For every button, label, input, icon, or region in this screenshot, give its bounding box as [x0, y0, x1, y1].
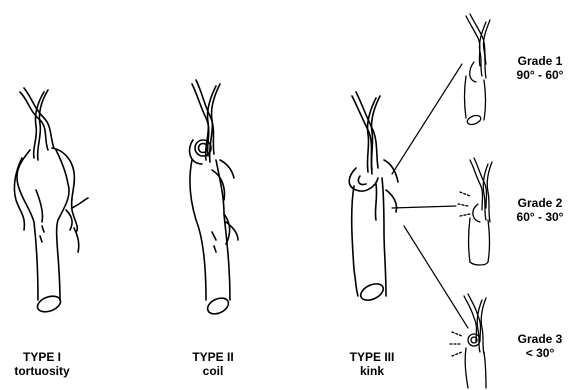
type1-subtitle: tortuosity [0, 364, 87, 378]
grade2-range: 60° - 30° [512, 210, 568, 224]
grade3-range: < 30° [512, 346, 568, 360]
type3-subtitle: kink [327, 364, 417, 378]
type3-kink-artery-drawing [349, 92, 398, 303]
grade3-caption: Grade 3 < 30° [512, 332, 568, 360]
type1-caption: TYPE I tortuosity [0, 350, 87, 378]
grade2-title: Grade 2 [512, 196, 568, 210]
grade1-title: Grade 1 [512, 54, 568, 68]
grade3-title: Grade 3 [512, 332, 568, 346]
type3-caption: TYPE III kink [327, 350, 417, 378]
grade2-caption: Grade 2 60° - 30° [512, 196, 568, 224]
grade1-caption: Grade 1 90° - 60° [512, 54, 568, 82]
type2-caption: TYPE II coil [168, 350, 258, 378]
grade1-artery-drawing [465, 14, 491, 126]
grade-connector-lines [392, 64, 468, 328]
type2-coil-artery-drawing [190, 80, 238, 317]
type1-tortuosity-artery-drawing [14, 88, 88, 315]
grade1-range: 90° - 60° [512, 68, 568, 82]
type1-title: TYPE I [0, 350, 87, 364]
type3-title: TYPE III [327, 350, 417, 364]
type2-subtitle: coil [168, 364, 258, 378]
type2-title: TYPE II [168, 350, 258, 364]
grade2-artery-drawing [458, 158, 492, 265]
